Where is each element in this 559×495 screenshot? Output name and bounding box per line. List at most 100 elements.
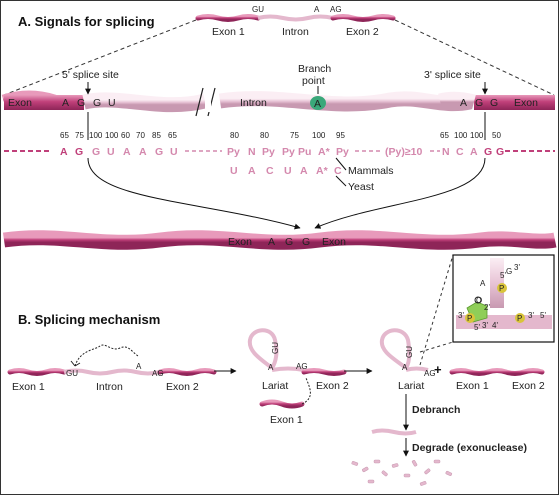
- tube-letter-4: U: [108, 97, 116, 109]
- pre-mrna-tube: [1, 87, 555, 117]
- percent-mid-1: 80: [260, 131, 269, 140]
- seq5-1: G: [75, 146, 83, 158]
- percent-right-2: 100: [470, 131, 484, 140]
- branch-chemistry-inset: [452, 254, 555, 343]
- percent-right-1: 100: [454, 131, 468, 140]
- top-gu-label: GU: [252, 5, 264, 14]
- percent-left-0: 65: [60, 131, 69, 140]
- seq3-4: G: [496, 146, 504, 158]
- branch-point-a-blob: [310, 96, 326, 110]
- seqmam-1: N: [248, 146, 256, 158]
- seqyeast-3: U: [284, 165, 292, 177]
- seqmam-2: Py: [262, 146, 275, 158]
- inset-p1: P: [467, 314, 472, 323]
- result-exon-left: Exon: [228, 236, 252, 248]
- tube-letter-r2: G: [475, 97, 483, 109]
- seqmam-5: A*: [318, 146, 331, 158]
- top-intron-label: Intron: [282, 26, 309, 38]
- tube-letter-r3: G: [490, 97, 498, 109]
- top-ag-label: AG: [330, 5, 342, 14]
- step1-exon2: Exon 2: [166, 381, 199, 393]
- nucleotide-fragments: [351, 459, 453, 486]
- percent-mid-2: 75: [290, 131, 299, 140]
- inset-three-top: 3': [514, 263, 520, 272]
- zoom-line-left: [3, 19, 197, 96]
- mammals-label: Mammals: [348, 165, 394, 177]
- seq3-3: G: [484, 146, 492, 158]
- result-letter-a: A: [268, 236, 275, 248]
- seq5-5: A: [139, 146, 147, 158]
- step1-a: A: [136, 362, 142, 371]
- plus-sign: +: [434, 362, 442, 377]
- inset-five-inner: 5': [474, 323, 480, 332]
- three-prime-site-label: 3' splice site: [424, 69, 481, 81]
- percent-left-4: 60: [121, 131, 130, 140]
- tube-branch-letter: A: [314, 98, 321, 110]
- top-exon1-label: Exon 1: [212, 26, 245, 38]
- lariat-step2: [247, 328, 347, 409]
- five-prime-site-label: 5' splice site: [62, 69, 119, 81]
- seq3-2: A: [470, 146, 478, 158]
- step3-exon1: Exon 1: [456, 380, 489, 392]
- inset-two: 2': [484, 303, 490, 312]
- inset-p2: P: [499, 284, 504, 293]
- inset-three-inner: 3': [482, 321, 488, 330]
- step1-exon1: Exon 1: [12, 381, 45, 393]
- seqyeast-5: A*: [316, 165, 329, 177]
- seqyeast-6: C: [334, 165, 342, 177]
- percent-left-6: 85: [152, 131, 161, 140]
- top-a-label: A: [314, 5, 320, 14]
- inset-o: O: [476, 296, 482, 305]
- debranch-label: Debranch: [412, 404, 460, 416]
- seqyeast-0: U: [230, 165, 238, 177]
- section-a-title: A. Signals for splicing: [18, 14, 155, 29]
- inset-three-left: 3': [458, 311, 464, 320]
- inset-five-right: 5': [540, 311, 546, 320]
- percent-mid-4: 95: [336, 131, 345, 140]
- percent-left-1: 75: [75, 131, 84, 140]
- inset-g: G: [506, 267, 512, 276]
- step1-gu: GU: [66, 369, 78, 378]
- seqmam-4: Pu: [298, 146, 311, 158]
- seq5-0: A: [60, 146, 68, 158]
- spliced-exons-step3: [449, 368, 545, 376]
- seqyeast-1: A: [248, 165, 256, 177]
- branch-point-label-2: point: [302, 75, 325, 87]
- top-exon2-label: Exon 2: [346, 26, 379, 38]
- percent-left-3: 100: [105, 131, 119, 140]
- tube-exon-left: Exon: [8, 97, 32, 109]
- section-b-title: B. Splicing mechanism: [18, 312, 160, 327]
- step2-exon2: Exon 2: [316, 380, 349, 392]
- percent-right-0: 65: [440, 131, 449, 140]
- zoom-line-right: [394, 19, 555, 96]
- seq3-1: C: [456, 146, 464, 158]
- step2-gu: GU: [271, 342, 280, 354]
- result-letter-g2: G: [302, 236, 310, 248]
- step1-intron: Intron: [96, 381, 123, 393]
- pre-mrna-step1: [7, 344, 217, 376]
- step1-ag: AG: [152, 369, 164, 378]
- seq5-7: U: [170, 146, 178, 158]
- branch-point-label-1: Branch: [298, 63, 331, 75]
- step3-ag: AG: [424, 369, 436, 378]
- percent-left-5: 70: [136, 131, 145, 140]
- linear-intron: [371, 428, 417, 436]
- result-letter-g1: G: [285, 236, 293, 248]
- inset-five-top: 5': [500, 271, 506, 280]
- tube-letter-3: G: [93, 97, 101, 109]
- step2-exon1: Exon 1: [270, 414, 303, 426]
- seq5-3: U: [107, 146, 115, 158]
- lariat-step3: [379, 328, 429, 372]
- step3-gu: GU: [405, 346, 414, 358]
- percent-mid-0: 80: [230, 131, 239, 140]
- step2-ag: AG: [296, 362, 308, 371]
- seq5-6: G: [155, 146, 163, 158]
- tube-letter-1: A: [62, 97, 69, 109]
- seq5-4: A: [123, 146, 131, 158]
